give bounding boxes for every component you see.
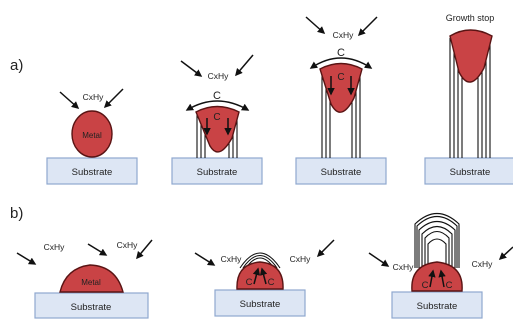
gas-label: CxHy — [83, 92, 105, 102]
gas-arrow — [17, 253, 35, 264]
gas-label: CxHy — [290, 254, 312, 264]
metal-label: Metal — [81, 278, 101, 287]
gas-arrow — [60, 92, 78, 108]
substrate-label: Substrate — [71, 302, 112, 313]
carbon-label: C — [268, 277, 275, 288]
gas-arrow — [137, 240, 152, 258]
gas-label: CxHy — [472, 259, 494, 269]
gas-arrow — [181, 61, 201, 76]
gas-arrow — [500, 247, 513, 259]
carbon-label: C — [213, 90, 221, 102]
gas-arrow — [236, 55, 253, 75]
substrate-label: Substrate — [240, 299, 281, 310]
carbon-label: C — [337, 72, 344, 83]
substrate-label: Substrate — [72, 167, 113, 178]
gas-label: CxHy — [208, 71, 230, 81]
nanofiber-caps — [415, 214, 459, 269]
substrate-label: Substrate — [417, 301, 458, 312]
substrate-label: Substrate — [450, 167, 491, 178]
gas-label: CxHy — [393, 262, 415, 272]
carbon-label: C — [446, 280, 453, 291]
substrate-label: Substrate — [321, 167, 362, 178]
panel-b-stage-2: Substrate C C CxHy CxHy — [195, 240, 334, 316]
panel-b-stage-3: Substrate C C CxHy CxHy — [369, 214, 513, 319]
panel-b-stage-1: Substrate Metal CxHy CxHy — [17, 240, 152, 318]
panel-a-stage-1: Substrate Metal CxHy — [47, 89, 137, 184]
metal-label: Metal — [82, 131, 102, 140]
gas-arrow — [306, 17, 324, 33]
panel-a-stage-3: Substrate C C CxHy — [296, 17, 386, 184]
panel-a-stage-4: Substrate Growth stop — [425, 13, 513, 184]
gas-arrow — [88, 244, 106, 255]
gas-label: CxHy — [221, 254, 243, 264]
carbon-label: C — [246, 277, 253, 288]
gas-arrow — [105, 89, 123, 107]
carbon-label: C — [213, 112, 220, 123]
panel-a-stage-2: Substrate C C CxHy — [172, 55, 262, 184]
substrate-label: Substrate — [197, 167, 238, 178]
gas-arrow — [369, 253, 388, 266]
gas-arrow — [195, 253, 214, 265]
panel-a-label: a) — [10, 57, 23, 74]
carbon-label: C — [337, 47, 345, 59]
growth-stop-label: Growth stop — [446, 13, 495, 23]
gas-label: CxHy — [117, 240, 139, 250]
gas-arrow — [318, 240, 334, 256]
gas-label: CxHy — [44, 242, 66, 252]
panel-b-label: b) — [10, 205, 23, 222]
carbon-label: C — [422, 280, 429, 291]
gas-label: CxHy — [333, 30, 355, 40]
gas-arrow — [359, 17, 377, 35]
